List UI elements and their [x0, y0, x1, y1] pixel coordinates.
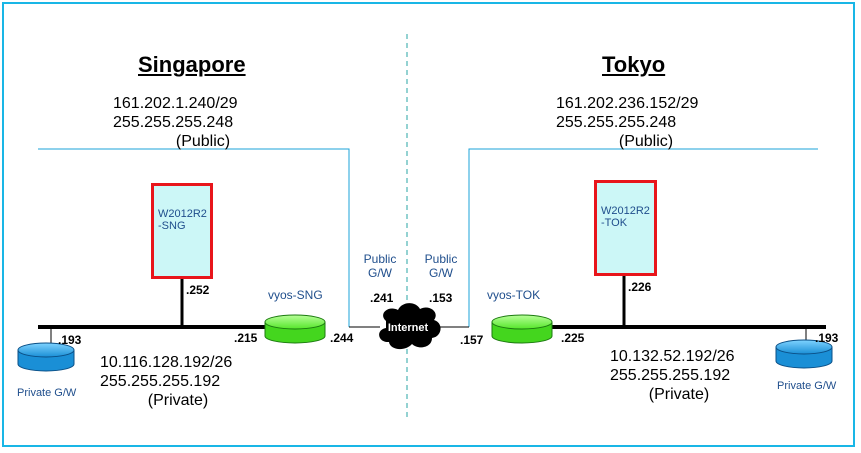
internet-label: Internet: [388, 322, 429, 334]
router-public-ip-left: .244: [330, 331, 354, 345]
router-icon-left: [264, 314, 326, 344]
private-network-address: 10.116.128.192/26: [100, 354, 233, 371]
private-network-tag: (Private): [648, 386, 710, 403]
private-network-mask: 255.255.255.192: [100, 373, 221, 390]
public-gw-ip-left: .241: [370, 291, 394, 305]
private-network-mask: 255.255.255.192: [610, 367, 731, 384]
router-private-ip-left: .215: [234, 331, 258, 345]
server-ip-left: .252: [186, 283, 210, 297]
server-label-right: W2012R2-TOK: [601, 205, 650, 229]
gw-label-right: Private G/W: [777, 380, 837, 392]
public-gw-ip-right: .153: [429, 291, 453, 305]
gw-ip-left: .193: [58, 333, 82, 347]
private-network-left: 10.116.128.192/26 255.255.255.192 (Priva…: [100, 353, 256, 410]
server-ip-right: .226: [628, 280, 652, 294]
public-network-left: 161.202.1.240/29 255.255.255.248 (Public…: [113, 94, 293, 151]
router-label-left: vyos-SNG: [268, 288, 323, 302]
router-label-right: vyos-TOK: [487, 288, 541, 302]
private-network-address: 10.132.52.192/26: [610, 348, 735, 365]
gw-label-left: Private G/W: [17, 387, 77, 399]
public-network-tag: (Public): [175, 133, 231, 150]
router-public-ip-right: .157: [460, 333, 484, 347]
public-network-mask: 255.255.255.248: [556, 114, 677, 131]
private-network-tag: (Private): [147, 392, 209, 409]
public-network-address: 161.202.1.240/29: [113, 95, 238, 112]
site-title-right: Tokyo: [602, 52, 666, 77]
public-network-tag: (Public): [618, 133, 674, 150]
gateway-icon-right: [775, 339, 833, 369]
public-line-right: [468, 148, 818, 327]
public-line-left: [38, 148, 350, 327]
router-private-ip-right: .225: [561, 331, 585, 345]
gateway-icon-left: [17, 342, 75, 372]
site-title-left: Singapore: [138, 52, 246, 77]
server-box-left[interactable]: W2012R2-SNG: [151, 183, 213, 279]
internet-cloud-icon: [379, 303, 441, 350]
diagram-frame: [2, 2, 855, 447]
server-box-right[interactable]: W2012R2-TOK: [594, 180, 657, 276]
public-network-right: 161.202.236.152/29 255.255.255.248 (Publ…: [556, 94, 736, 151]
public-network-mask: 255.255.255.248: [113, 114, 234, 131]
public-gw-label-right: Public G/W: [424, 252, 458, 280]
router-icon-right: [491, 314, 553, 344]
private-network-right: 10.132.52.192/26 255.255.255.192 (Privat…: [610, 347, 766, 404]
server-label-left: W2012R2-SNG: [158, 208, 207, 232]
public-gw-label-left: Public G/W: [363, 252, 397, 280]
gw-ip-right: .193: [815, 331, 839, 345]
public-network-address: 161.202.236.152/29: [556, 95, 699, 112]
